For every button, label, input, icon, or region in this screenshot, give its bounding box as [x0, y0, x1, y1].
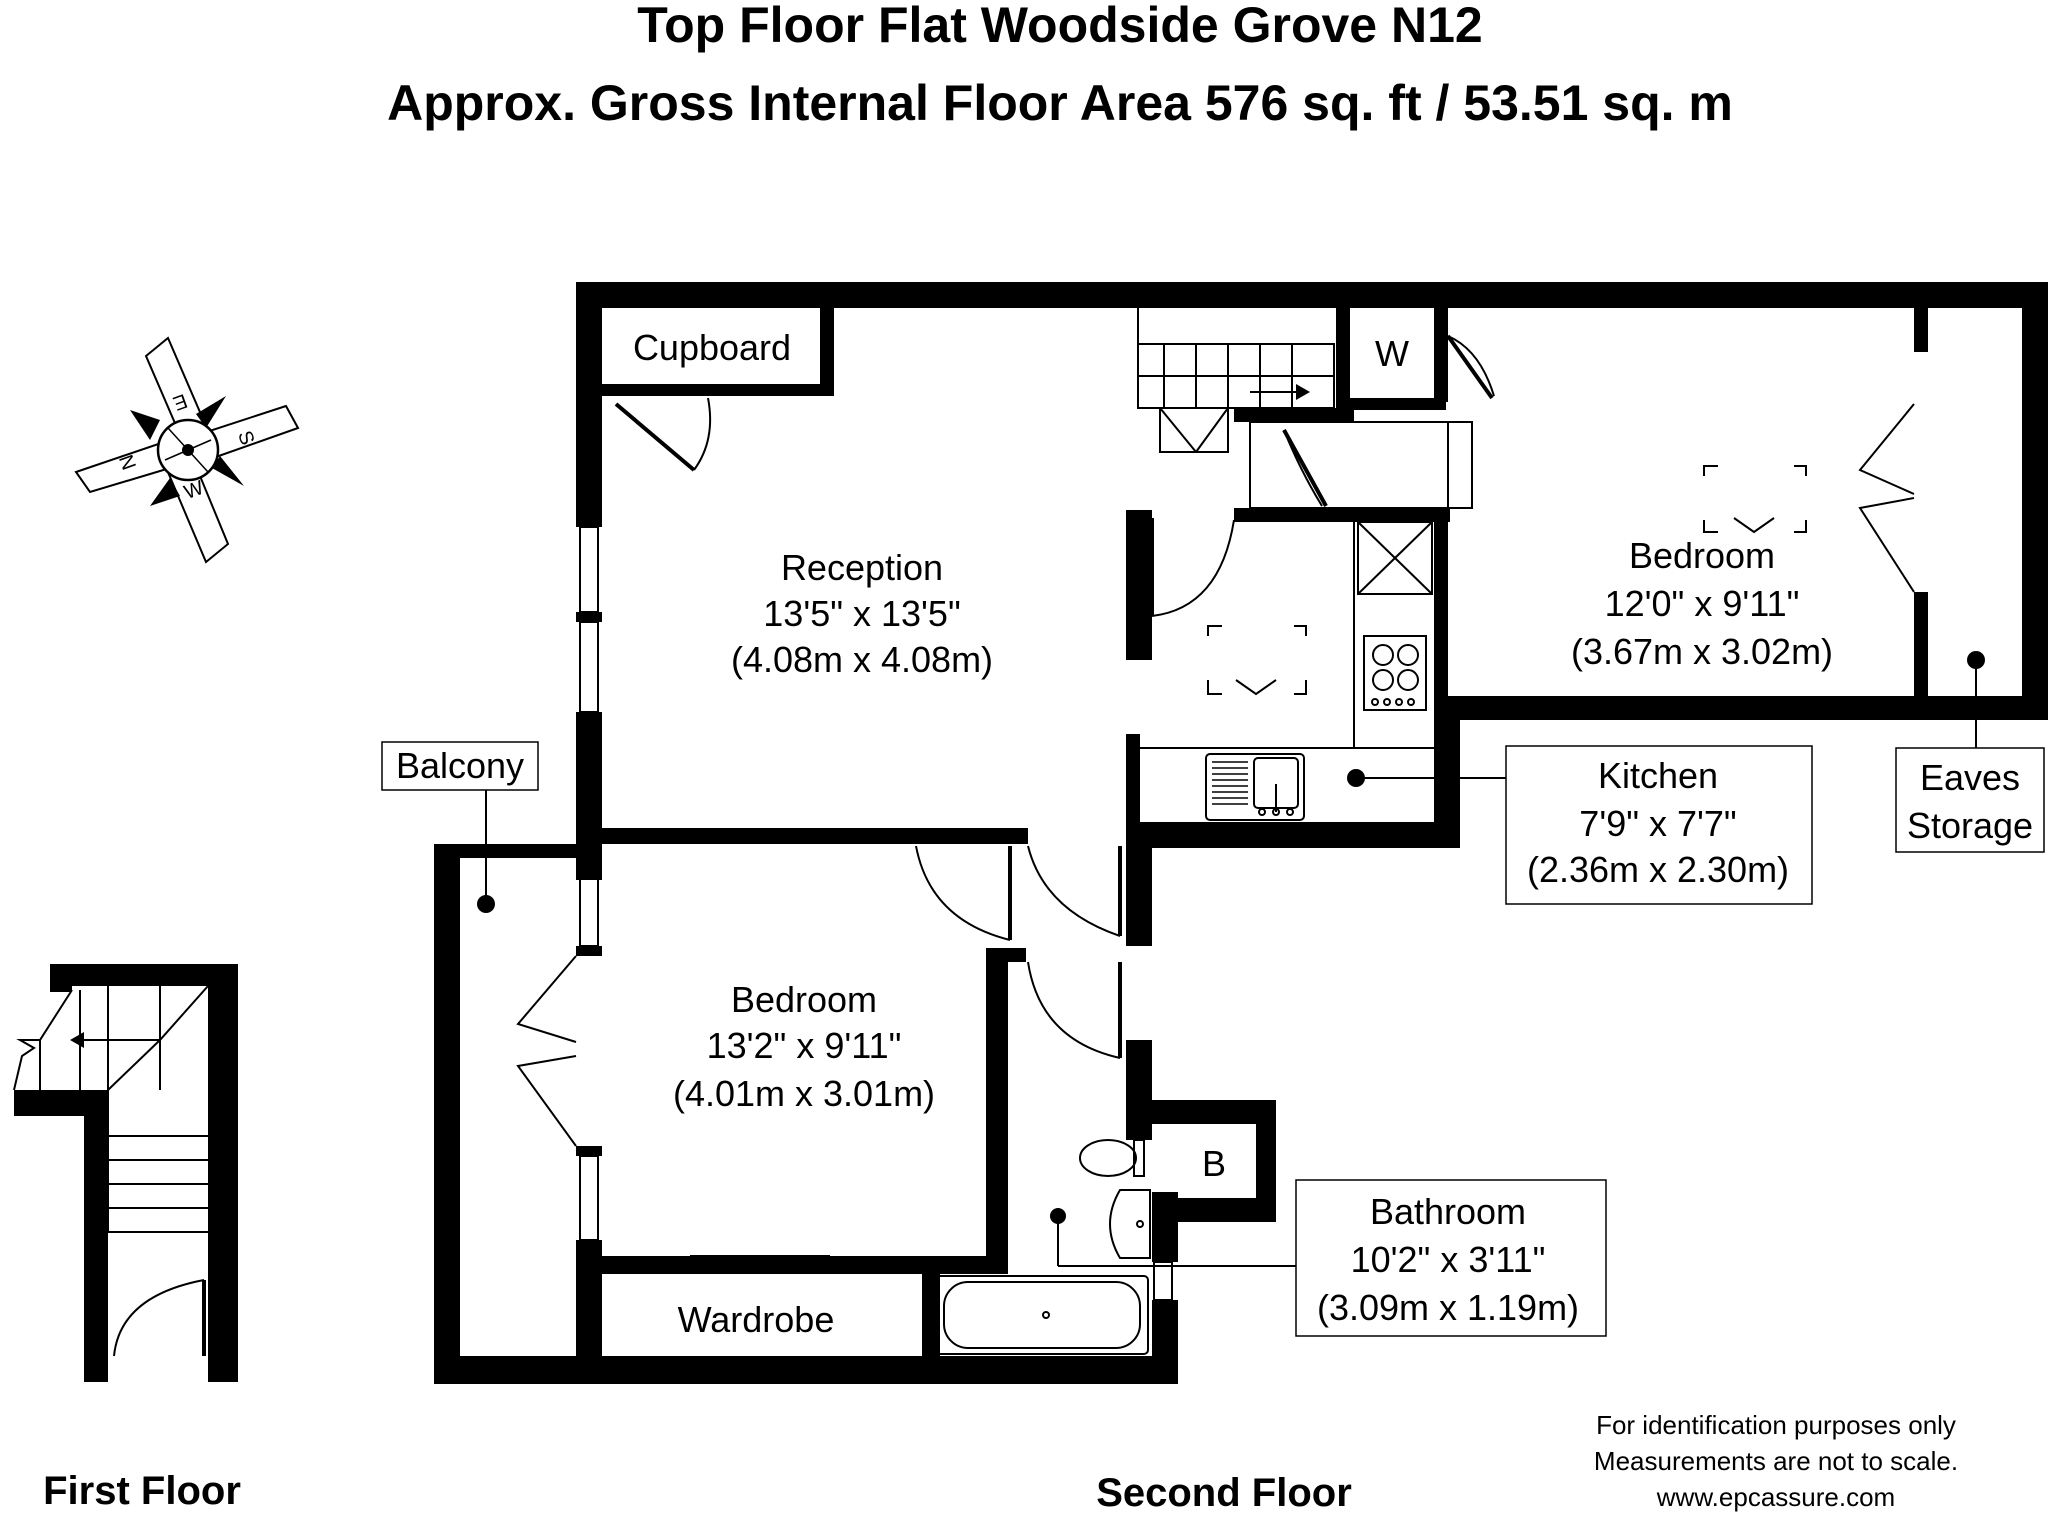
eaves-label-line2: Storage: [1907, 805, 2033, 846]
compass-n: N: [116, 451, 142, 472]
second-floor-label: Second Floor: [1096, 1471, 1352, 1515]
reception-metric: (4.08m x 4.08m): [731, 639, 993, 680]
disclaimer-website: www.epcassure.com: [1656, 1482, 1895, 1512]
reception-imperial: 13'5" x 13'5": [763, 593, 960, 634]
bedroom-top-metric: (3.67m x 3.02m): [1571, 631, 1833, 672]
disclaimer-line2: Measurements are not to scale.: [1594, 1446, 1958, 1476]
plan-title: Top Floor Flat Woodside Grove N12: [637, 0, 1482, 53]
reception-label: Reception 13'5" x 13'5" (4.08m x 4.08m): [731, 547, 993, 680]
wardrobe-label: Wardrobe: [678, 1299, 835, 1340]
cupboard-label: Cupboard: [633, 327, 791, 368]
bathroom-label: Bathroom 10'2" x 3'11" (3.09m x 1.19m): [1317, 1191, 1579, 1328]
compass-icon: E S W N: [74, 336, 300, 564]
bedroom-top-imperial: 12'0" x 9'11": [1605, 583, 1800, 624]
sink-icon: [1205, 753, 1305, 821]
balcony-label: Balcony: [396, 745, 524, 786]
bedroom-main-metric: (4.01m x 3.01m): [673, 1073, 935, 1114]
basin-icon: [1109, 1189, 1151, 1259]
doors: [516, 334, 1915, 1147]
first-floor-label: First Floor: [43, 1469, 241, 1513]
toilet-icon: [1079, 1139, 1145, 1177]
skylights: [1207, 465, 1807, 696]
hob-icon: [1363, 635, 1427, 711]
plan-area: Approx. Gross Internal Floor Area 576 sq…: [387, 75, 1733, 131]
disclaimer-line1: For identification purposes only: [1596, 1410, 1956, 1440]
bedroom-top-label: Bedroom 12'0" x 9'11" (3.67m x 3.02m): [1571, 535, 1833, 672]
windows: [579, 526, 1173, 1301]
w-label: W: [1375, 333, 1409, 374]
leader-lines: [477, 651, 1985, 913]
first-floor-plan: [13, 964, 238, 1382]
bathroom-imperial: 10'2" x 3'11": [1351, 1239, 1546, 1280]
staircase: [1137, 308, 1473, 509]
bathroom-metric: (3.09m x 1.19m): [1317, 1287, 1579, 1328]
bathroom-name: Bathroom: [1370, 1191, 1526, 1232]
bedroom-main-imperial: 13'2" x 9'11": [707, 1025, 902, 1066]
bedroom-main-name: Bedroom: [731, 979, 877, 1020]
kitchen-name: Kitchen: [1598, 755, 1718, 796]
bedroom-top-name: Bedroom: [1629, 535, 1775, 576]
balcony-label-box: [381, 741, 539, 791]
reception-name: Reception: [781, 547, 943, 588]
wardrobe-doors: [610, 1255, 900, 1269]
bath-icon: [935, 1275, 1149, 1355]
eaves-label-box: [1895, 747, 2045, 853]
kitchen-label: Kitchen 7'9" x 7'7" (2.36m x 2.30m): [1527, 755, 1789, 890]
bathroom-label-box: [1295, 1179, 1607, 1337]
b-label: B: [1202, 1143, 1226, 1184]
disclaimer: For identification purposes only Measure…: [1594, 1410, 1958, 1512]
kitchen-label-box: [1505, 745, 1813, 905]
kitchen-metric: (2.36m x 2.30m): [1527, 849, 1789, 890]
kitchen-imperial: 7'9" x 7'7": [1579, 803, 1736, 844]
second-floor-walls: [434, 282, 2048, 1384]
bedroom-main-label: Bedroom 13'2" x 9'11" (4.01m x 3.01m): [673, 979, 935, 1114]
bathroom-fittings: [935, 1139, 1296, 1355]
eaves-label-line1: Eaves: [1920, 757, 2020, 798]
kitchen-fittings: [1138, 521, 1434, 821]
